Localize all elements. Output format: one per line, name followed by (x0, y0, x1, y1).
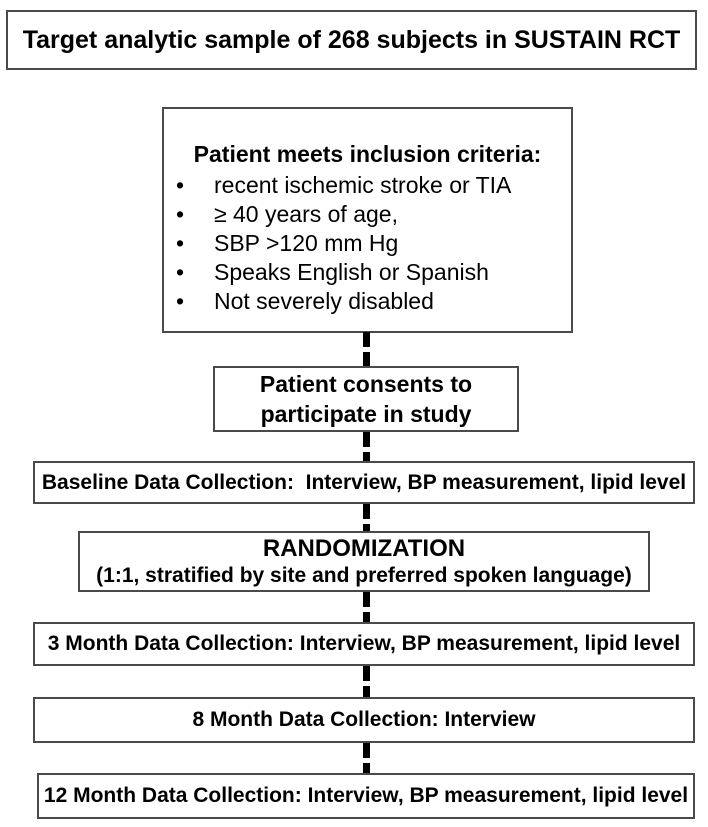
connector-month8-to-month12 (363, 743, 370, 773)
month12-text: 12 Month Data Collection: Interview, BP … (43, 784, 689, 807)
title-box: Target analytic sample of 268 subjects i… (6, 10, 697, 70)
month12-data-collection-box: 12 Month Data Collection: Interview, BP … (37, 773, 695, 819)
connector-randomization-to-month3 (363, 592, 370, 622)
inclusion-criteria-box: Patient meets inclusion criteria: • rece… (162, 107, 573, 333)
connector-month3-to-month8 (363, 666, 370, 697)
consent-line2: participate in study (260, 401, 472, 427)
connector-consent-to-baseline (363, 432, 370, 461)
randomization-box: RANDOMIZATION (1:1, stratified by site a… (78, 531, 650, 592)
baseline-data-collection-box: Baseline Data Collection: Interview, BP … (33, 461, 695, 504)
inclusion-heading: Patient meets inclusion criteria: (193, 141, 542, 167)
bullet-text: ≥ 40 years of age, (214, 201, 398, 227)
list-item: • Speaks English or Spanish (164, 258, 571, 287)
bullet-icon: • (176, 172, 185, 198)
month3-data-collection-box: 3 Month Data Collection: Interview, BP m… (33, 622, 695, 666)
month3-text: 3 Month Data Collection: Interview, BP m… (47, 632, 681, 655)
list-item: • ≥ 40 years of age, (164, 200, 571, 229)
consent-box: Patient consents to participate in study (213, 366, 519, 432)
consent-line1: Patient consents to (259, 371, 473, 397)
month8-data-collection-box: 8 Month Data Collection: Interview (33, 697, 695, 743)
bullet-text: Speaks English or Spanish (214, 259, 489, 285)
baseline-text: Baseline Data Collection: Interview, BP … (41, 470, 687, 494)
bullet-text: SBP >120 mm Hg (214, 230, 399, 256)
randomization-detail: (1:1, stratified by site and preferred s… (96, 564, 632, 587)
randomization-title: RANDOMIZATION (262, 535, 466, 562)
bullet-text: Not severely disabled (214, 288, 434, 314)
list-item: • Not severely disabled (164, 287, 571, 316)
bullet-text: recent ischemic stroke or TIA (214, 172, 512, 198)
list-item: • SBP >120 mm Hg (164, 229, 571, 258)
connector-inclusion-to-consent (363, 332, 370, 366)
connector-baseline-to-randomization (363, 504, 370, 531)
bullet-icon: • (176, 230, 185, 256)
title-text: Target analytic sample of 268 subjects i… (22, 25, 681, 54)
bullet-icon: • (176, 201, 185, 227)
bullet-icon: • (176, 259, 185, 285)
list-item: • recent ischemic stroke or TIA (164, 171, 571, 200)
inclusion-bullet-list: • recent ischemic stroke or TIA • ≥ 40 y… (164, 171, 571, 316)
bullet-icon: • (176, 288, 185, 314)
month8-text: 8 Month Data Collection: Interview (192, 708, 536, 731)
